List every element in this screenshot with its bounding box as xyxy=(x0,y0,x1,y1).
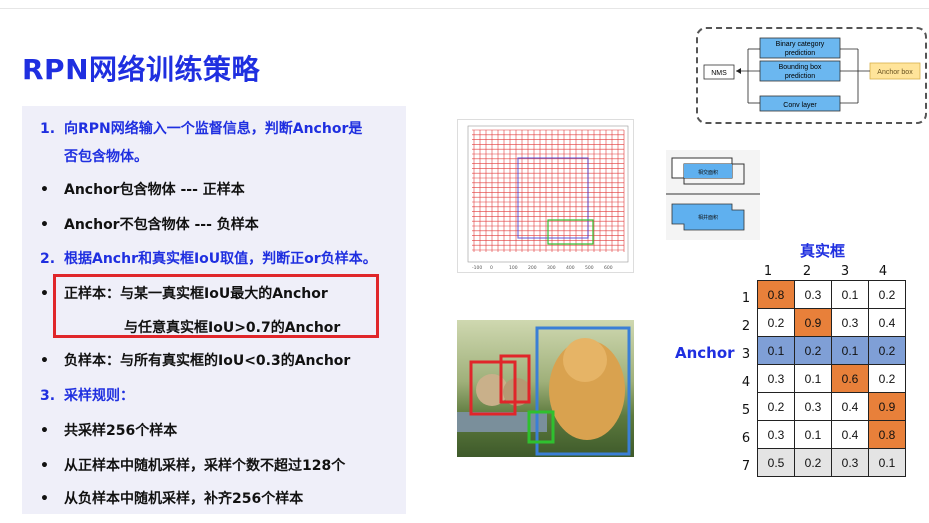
matrix-cell: 0.3 xyxy=(757,364,795,393)
bullet-panel: 1.向RPN网络输入一个监督信息，判断Anchor是 否包含物体。 •Ancho… xyxy=(22,106,406,514)
matrix-cell: 0.8 xyxy=(868,420,906,449)
iou-illustration: 相交面积 相并面积 xyxy=(666,150,760,240)
list-item: •负样本：与所有真实框的IoU<0.3的Anchor xyxy=(40,353,351,369)
svg-text:相并面积: 相并面积 xyxy=(698,214,718,221)
matrix-cell: 0.3 xyxy=(831,308,869,337)
matrix-cell: 0.1 xyxy=(831,336,869,365)
list-item: •Anchor不包含物体 --- 负样本 xyxy=(40,217,259,233)
svg-text:0: 0 xyxy=(490,265,493,271)
list-item: 3.采样规则： xyxy=(40,388,134,404)
svg-text:Anchor box: Anchor box xyxy=(877,69,913,76)
matrix-cell: 0.2 xyxy=(868,280,906,309)
matrix-row-header: 7 xyxy=(741,459,751,474)
matrix-cell: 0.2 xyxy=(794,336,832,365)
matrix-row-header: 4 xyxy=(741,375,751,390)
svg-text:Conv layer: Conv layer xyxy=(783,102,817,109)
matrix-cell: 0.2 xyxy=(868,336,906,365)
matrix-row-header: 2 xyxy=(741,319,751,334)
matrix-cell: 0.1 xyxy=(831,280,869,309)
matrix-cell: 0.1 xyxy=(794,420,832,449)
matrix-cell: 0.2 xyxy=(757,392,795,421)
svg-text:Binary category: Binary category xyxy=(776,41,825,48)
matrix-row-header: 3 xyxy=(741,347,751,362)
list-item: •Anchor包含物体 --- 正样本 xyxy=(40,182,245,198)
matrix-cell: 0.1 xyxy=(794,364,832,393)
matrix-row-header: 1 xyxy=(741,291,751,306)
matrix-col-header: 1 xyxy=(763,264,773,279)
list-item: 与任意真实框IoU>0.7的Anchor xyxy=(124,320,341,336)
svg-text:相交面积: 相交面积 xyxy=(698,169,718,176)
list-item: 否包含物体。 xyxy=(64,149,148,165)
rpn-head-diagram: Binary category prediction Bounding box … xyxy=(696,27,927,124)
matrix-col-header: 2 xyxy=(802,264,812,279)
svg-text:600: 600 xyxy=(604,265,613,271)
matrix-cell: 0.4 xyxy=(868,308,906,337)
positive-sample-highlight-box xyxy=(53,274,379,338)
list-item: 1.向RPN网络输入一个监督信息，判断Anchor是 xyxy=(40,121,363,137)
matrix-row-header: 6 xyxy=(741,431,751,446)
matrix-cell: 0.3 xyxy=(794,280,832,309)
matrix-cell: 0.9 xyxy=(868,392,906,421)
page-title: RPN网络训练策略 xyxy=(22,53,261,86)
matrix-col-header: 4 xyxy=(878,264,888,279)
svg-text:NMS: NMS xyxy=(711,70,727,77)
matrix-cell: 0.6 xyxy=(831,364,869,393)
matrix-cell: 0.9 xyxy=(794,308,832,337)
matrix-cell: 0.8 xyxy=(757,280,795,309)
anchor-grid-plot: -100 0 100 200 300 400 500 600 xyxy=(457,119,634,273)
svg-text:400: 400 xyxy=(566,265,575,271)
svg-text:100: 100 xyxy=(509,265,518,271)
svg-text:200: 200 xyxy=(528,265,537,271)
top-divider xyxy=(0,8,929,9)
list-item: •从正样本中随机采样，采样个数不超过128个 xyxy=(40,458,346,474)
matrix-cell: 0.4 xyxy=(831,392,869,421)
matrix-cell: 0.2 xyxy=(757,308,795,337)
matrix-cell: 0.5 xyxy=(757,448,795,477)
svg-text:-100: -100 xyxy=(472,265,482,271)
list-item: •从负样本中随机采样，补齐256个样本 xyxy=(40,491,304,507)
anchor-grid-figure: -100 0 100 200 300 400 500 600 xyxy=(467,125,629,271)
matrix-cell: 0.2 xyxy=(868,364,906,393)
matrix-row-header: 5 xyxy=(741,403,751,418)
matrix-cell: 0.3 xyxy=(794,392,832,421)
svg-text:prediction: prediction xyxy=(785,73,815,80)
matrix-cell: 0.2 xyxy=(794,448,832,477)
matrix-cell: 0.3 xyxy=(831,448,869,477)
matrix-cell: 0.3 xyxy=(757,420,795,449)
list-item: •正样本：与某一真实框IoU最大的Anchor xyxy=(40,286,328,302)
matrix-title: 真实框 xyxy=(800,242,846,260)
svg-text:300: 300 xyxy=(547,265,556,271)
matrix-cell: 0.4 xyxy=(831,420,869,449)
matrix-cell: 0.1 xyxy=(868,448,906,477)
detection-example-photo xyxy=(457,320,634,457)
svg-text:prediction: prediction xyxy=(785,50,815,57)
matrix-row-label: Anchor xyxy=(675,344,735,362)
matrix-col-header: 3 xyxy=(840,264,850,279)
svg-text:Bounding box: Bounding box xyxy=(779,64,822,71)
list-item: 2.根据Anchr和真实框IoU取值，判断正or负样本。 xyxy=(40,251,377,267)
matrix-cell: 0.1 xyxy=(757,336,795,365)
svg-text:500: 500 xyxy=(585,265,594,271)
list-item: •共采样256个样本 xyxy=(40,423,178,439)
